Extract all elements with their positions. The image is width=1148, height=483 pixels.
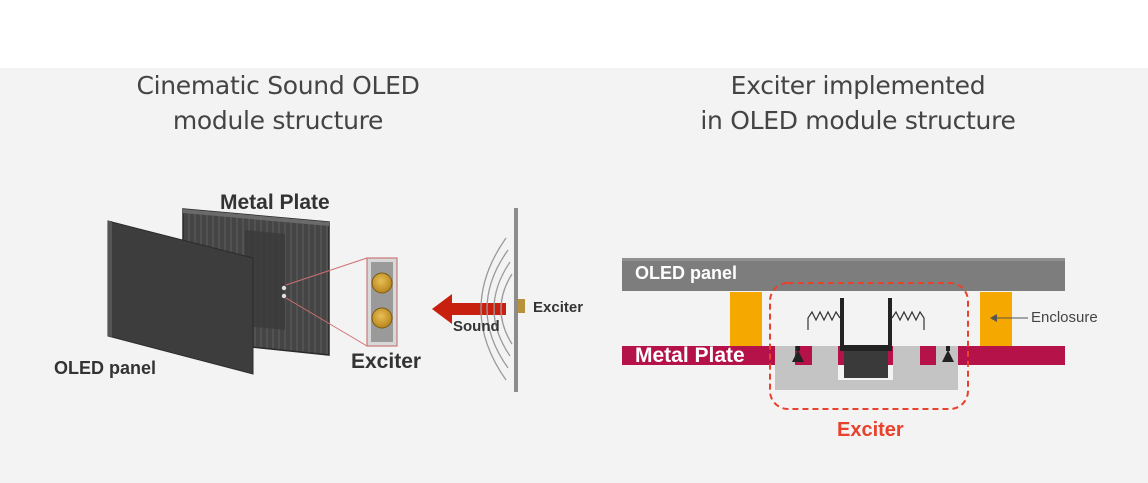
oled-panel-bar [622,258,1065,291]
metal-plate-label: Metal Plate [220,191,330,214]
sound-label: Sound [453,318,500,335]
exciter-small-label: Exciter [533,299,584,316]
enclosure-left [730,292,762,346]
oled-panel-label: OLED panel [54,358,157,378]
right-title: Exciter implemented in OLED module struc… [648,68,1068,138]
left-title-line2: module structure [172,106,384,135]
exciter-red-label: Exciter [837,419,904,441]
oled-panel-bar-label: OLED panel [635,263,738,283]
sound-arrow [432,294,506,324]
exciter-zoom [366,257,398,347]
exciter-label: Exciter [351,350,422,373]
sound-waves [480,237,513,381]
exciter-dashed-outline [769,282,969,410]
zoom-line-top [285,257,368,286]
side-plate [514,208,518,392]
exciter-structure [775,298,958,390]
side-exciter [518,299,525,313]
metal-plate-bar-label: Metal Plate [635,344,745,367]
left-title-line1: Cinematic Sound OLED [136,71,420,100]
enclosure-label: Enclosure [1031,309,1098,326]
zoom-line-bottom [285,297,368,347]
right-title-line2: in OLED module structure [700,106,1016,135]
left-title: Cinematic Sound OLED module structure [88,68,468,138]
right-title-line1: Exciter implemented [730,71,986,100]
